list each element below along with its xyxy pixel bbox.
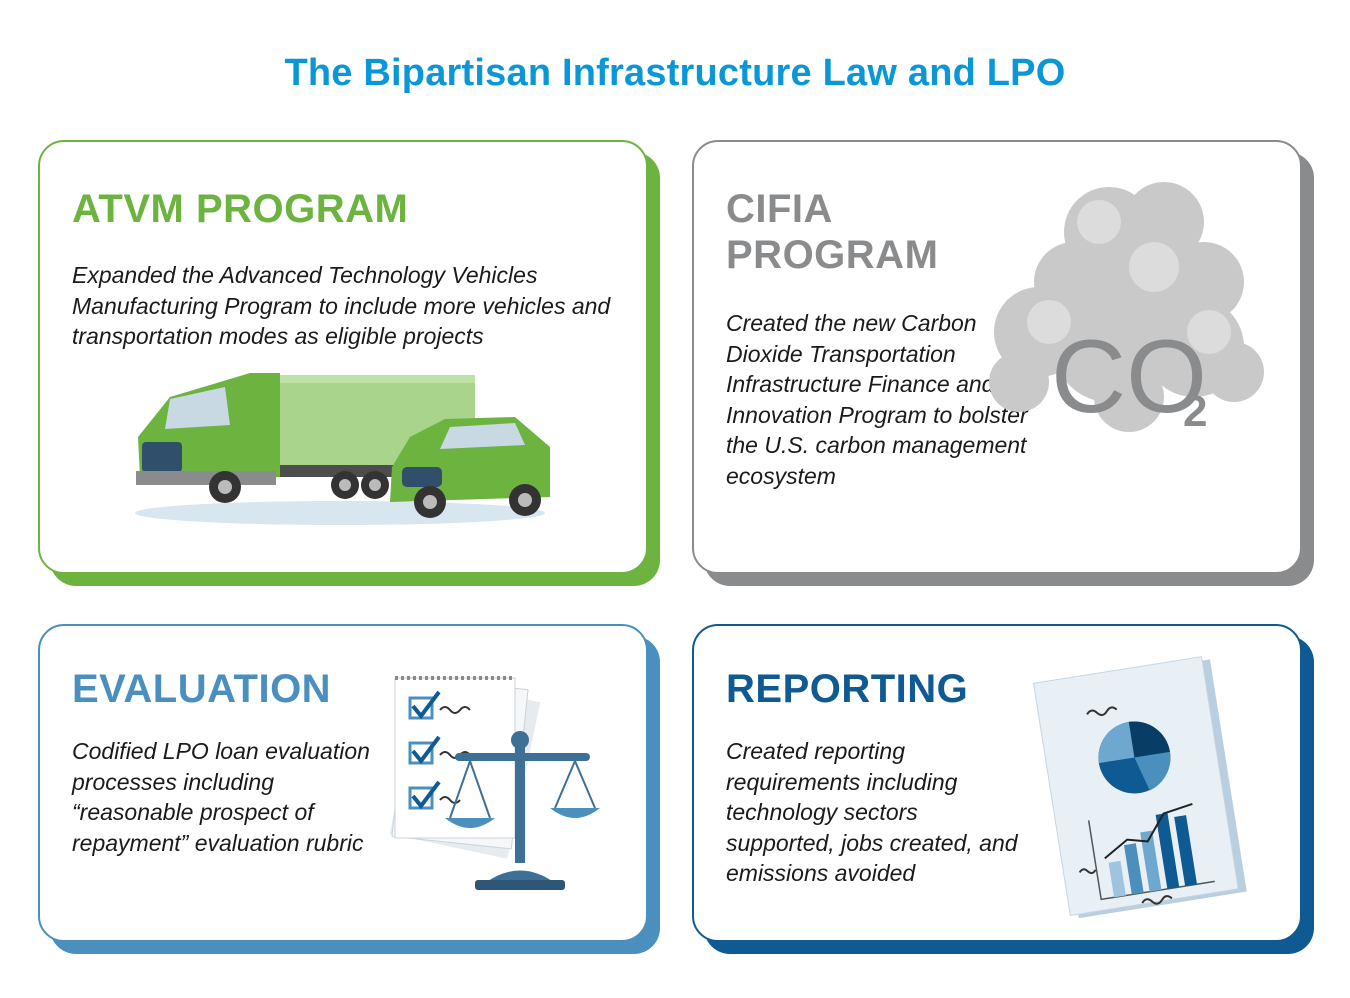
cifia-heading: CIFIA PROGRAM [726, 187, 939, 277]
cifia-description: Created the new Carbon Dioxide Transport… [726, 310, 1028, 489]
evaluation-description: Codified LPO loan evaluation processes i… [72, 738, 370, 856]
evaluation-heading: EVALUATION [72, 667, 332, 711]
atvm-description: Expanded the Advanced Technology Vehicle… [72, 262, 611, 349]
reporting-description: Created reporting requirements including… [726, 738, 1018, 886]
cifia-card: CIFIA PROGRAM Created the new Carbon Dio… [692, 140, 1302, 574]
co2-label: CO [1051, 319, 1207, 435]
checklist-and-scales-illustration [389, 676, 600, 890]
atvm-heading: ATVM PROGRAM [72, 187, 409, 231]
reporting-heading: REPORTING [726, 667, 969, 711]
atvm-card: ATVM PROGRAM Expanded the Advanced Techn… [38, 140, 648, 574]
report-charts-illustration [1032, 656, 1247, 919]
co2-cloud-illustration: CO 2 [989, 182, 1264, 436]
evaluation-card: EVALUATION Codified LPO loan evaluation … [38, 624, 648, 942]
truck-and-car-illustration [135, 373, 550, 525]
reporting-card: REPORTING Created reporting requirements… [692, 624, 1302, 942]
page-title: The Bipartisan Infrastructure Law and LP… [284, 52, 1066, 94]
co2-subscript: 2 [1183, 387, 1207, 436]
